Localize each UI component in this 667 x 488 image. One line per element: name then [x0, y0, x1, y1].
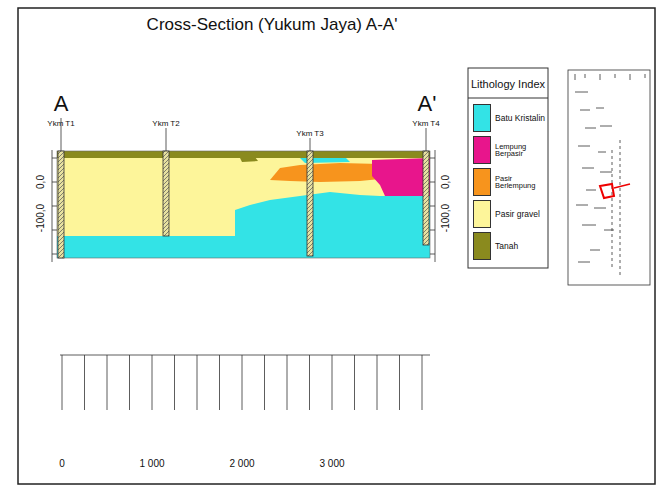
- scale-tick: [107, 355, 108, 410]
- legend-text: Pasir gravel: [495, 210, 540, 219]
- scale-tick: [84, 355, 85, 410]
- depth-label: -100,0: [36, 204, 46, 232]
- scale-tick: [264, 355, 265, 410]
- scale-tick: [219, 355, 220, 410]
- scale-tick: [152, 355, 153, 410]
- scale-tick: [174, 355, 175, 410]
- depth-label: 0,0: [441, 175, 451, 189]
- scale-tick: [399, 355, 400, 410]
- scale-tick: [377, 355, 378, 410]
- scale-tick: [354, 355, 355, 410]
- scale-tick: [129, 355, 130, 410]
- legend-heading: Lithology Index: [471, 79, 545, 90]
- legend-swatch: [473, 104, 491, 132]
- legend-swatch: [473, 136, 491, 164]
- scale-tick: [62, 355, 63, 410]
- scale-tick: [422, 355, 423, 410]
- legend-text: Lempung Berpasir: [495, 143, 546, 158]
- legend-swatch: [473, 232, 491, 260]
- scale-tick: [197, 355, 198, 410]
- scale-label: 3 000: [319, 459, 344, 469]
- scale-tick: [309, 355, 310, 410]
- scale-label: 1 000: [139, 459, 164, 469]
- scale-label: 2 000: [229, 459, 254, 469]
- depth-label: -100,0: [441, 204, 451, 232]
- section-end-label: A': [418, 93, 437, 115]
- depth-label: 0,0: [36, 175, 46, 189]
- legend-text: Batu Kristalin: [495, 114, 545, 123]
- legend-swatch: [473, 168, 491, 196]
- legend-text: Pasir Berlempung: [495, 175, 546, 190]
- well-name: Ykm T2: [152, 120, 179, 128]
- well-name: Ykm T1: [47, 120, 74, 128]
- scale-tick: [242, 355, 243, 410]
- scale-tick: [287, 355, 288, 410]
- scale-label: 0: [59, 459, 65, 469]
- diagram-title: Cross-Section (Yukum Jaya) A-A': [147, 16, 398, 33]
- well-name: Ykm T4: [412, 120, 439, 128]
- well-name: Ykm T3: [296, 130, 323, 138]
- legend-swatch: [473, 200, 491, 228]
- legend-text: Tanah: [495, 242, 518, 251]
- section-end-label: A: [54, 93, 69, 115]
- scale-tick: [332, 355, 333, 410]
